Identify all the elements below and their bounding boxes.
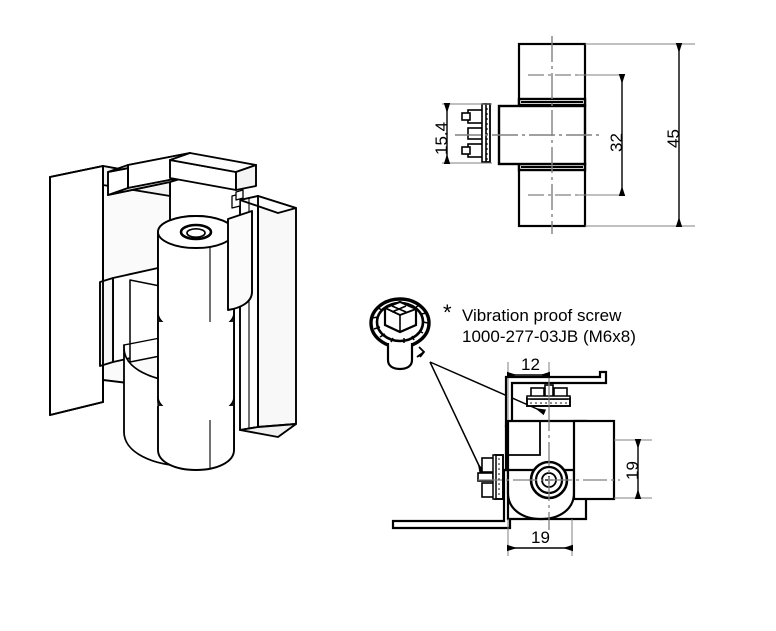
dimension-label-12: 12 [521,355,540,374]
dimension-label-45: 45 [664,129,683,148]
dimension-label-19-horizontal: 19 [531,528,550,547]
screw-leader-lines [429,361,547,475]
side-assembly-dimensions [507,362,652,556]
plan-section-dimensions [442,43,695,227]
dimension-label-15-4: 15.4 [432,121,451,155]
note-asterisk-marker: * [443,300,452,325]
dimension-label-19-vertical: 19 [623,461,642,480]
side-assembly-view [391,370,620,530]
screw-pictorial-detail [369,297,431,371]
dimension-label-32: 32 [607,133,626,152]
plan-section-view [455,36,600,234]
note-line-2: 1000-277-03JB (M6x8) [462,327,636,346]
isometric-barrel-front [157,210,253,471]
note-line-1: Vibration proof screw [462,306,622,325]
